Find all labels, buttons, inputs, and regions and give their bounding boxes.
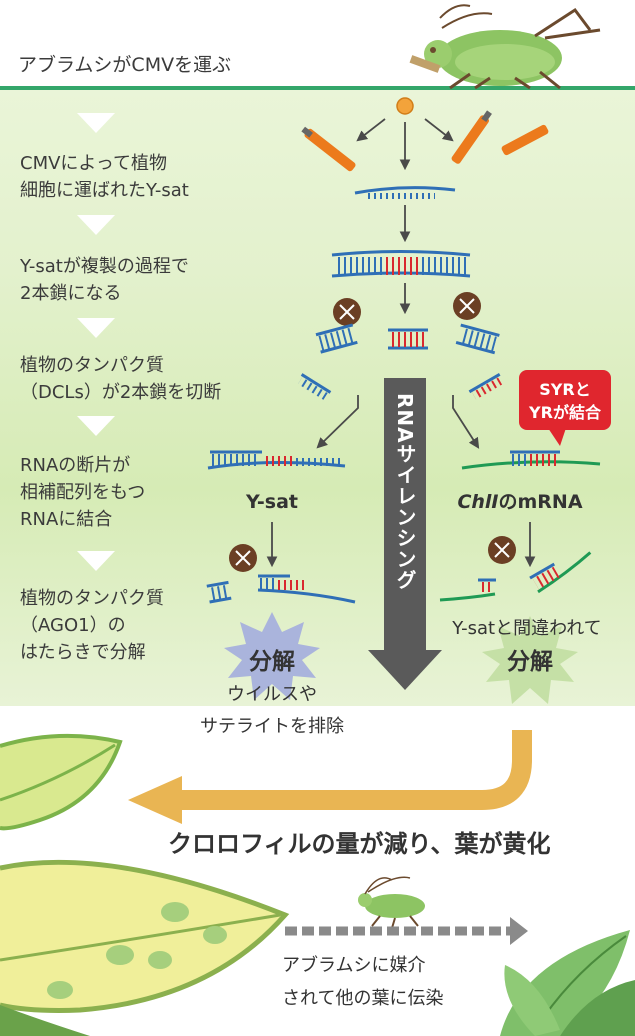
- callout-line1: SYRと: [539, 380, 590, 399]
- step-2-text: Y-satが複製の過程で 2本鎖になる: [20, 256, 189, 304]
- right-result-caption: Y-satと間違われて: [451, 618, 601, 639]
- right-target-rest: のmRNA: [499, 491, 583, 513]
- callout-line2: YRが結合: [528, 403, 602, 422]
- step-arrow-4: [77, 416, 115, 436]
- rna-silencing-label: RNAサイレンシング: [393, 393, 417, 591]
- scissors-icon-3: [229, 544, 257, 572]
- step-5-text: 植物のタンパク質 （AGO1）の はたらきで分解: [20, 588, 164, 663]
- aphid-small-icon: [358, 876, 425, 929]
- step-arrow-5: [77, 551, 115, 571]
- leaf-bottom-left-dark: [0, 1005, 90, 1036]
- right-broken-pieces: [439, 551, 592, 602]
- ysat-single-strand: [354, 186, 456, 199]
- virion-left-icon: [301, 126, 356, 172]
- scissors-icon-2: [453, 292, 481, 320]
- left-burst-shape: [224, 612, 320, 700]
- left-broken-pieces: [206, 574, 356, 604]
- fragment-small-left: [298, 373, 332, 400]
- step-4-text: RNAの断片が 相補配列をもつ RNAに結合: [20, 455, 146, 530]
- right-burst-shape: [482, 616, 578, 704]
- infected-leaf-icon: [0, 859, 290, 1013]
- callout-box: [519, 370, 611, 446]
- virion-right2-icon: [501, 124, 549, 156]
- step-3-text: 植物のタンパク質 （DCLs）が2本鎖を切断: [20, 355, 222, 403]
- yellow-return-arrow: [128, 730, 532, 824]
- fragment-small-right: [468, 373, 503, 400]
- right-target-label: ChlIのmRNA: [457, 491, 582, 513]
- left-target-strand: [207, 450, 346, 470]
- healthy-leaves-icon: [500, 930, 635, 1036]
- virion-right-icon: [451, 110, 492, 164]
- aphid-top-icon: [409, 4, 601, 90]
- header-title: アブラムシがCMVを運ぶ: [18, 54, 232, 76]
- fragment-middle: [388, 328, 428, 350]
- right-target-strand: [461, 450, 601, 470]
- left-target-label: Y-sat: [245, 491, 298, 513]
- right-result-title: 分解: [507, 648, 553, 675]
- right-target-italic: ChlI: [457, 491, 498, 513]
- scissors-icon-1: [333, 298, 361, 326]
- left-result-title: 分解: [249, 648, 295, 675]
- step-arrow-2: [77, 215, 115, 235]
- step-arrow-3: [77, 318, 115, 338]
- step-arrow-1: [77, 113, 115, 133]
- left-result-line1: ウイルスや: [227, 684, 317, 705]
- ysat-double-strand: [331, 250, 471, 278]
- rna-silencing-arrow: [368, 378, 442, 690]
- fragment-left: [315, 323, 358, 354]
- conclusion-text: クロロフィルの量が減り、葉が黄化: [168, 830, 551, 858]
- scissors-icon-4: [488, 536, 516, 564]
- spread-dashed-arrow: [285, 917, 528, 945]
- fragment-right: [455, 323, 500, 355]
- spread-line2: されて他の葉に伝染: [282, 988, 443, 1009]
- cmv-particle-icon: [396, 97, 414, 115]
- step-1-text: CMVによって植物 細胞に運ばれたY-sat: [20, 153, 189, 201]
- leaf-top-left-icon: [0, 733, 123, 831]
- green-divider-line: [0, 86, 635, 90]
- left-result-line2: サテライトを排除: [200, 716, 344, 737]
- spread-line1: アブラムシに媒介: [282, 954, 425, 976]
